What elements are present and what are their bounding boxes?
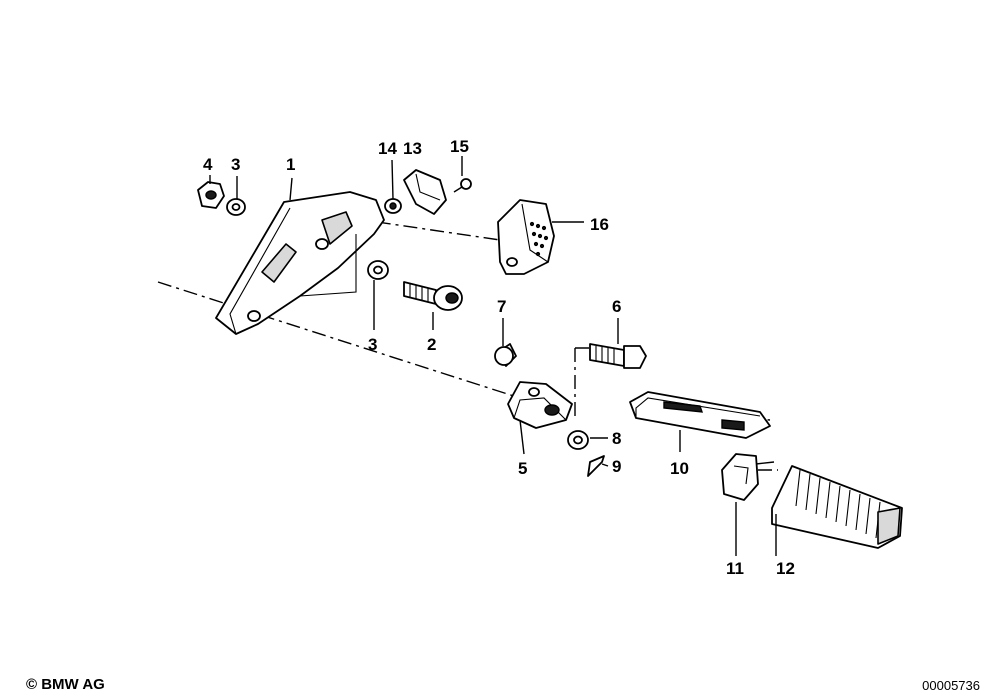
split-pin-part-9 <box>587 455 605 477</box>
nut-part-4 <box>197 181 225 209</box>
callout-6: 6 <box>612 297 621 316</box>
leader-1 <box>289 177 293 201</box>
footrest-part-10 <box>629 391 771 439</box>
leader-5 <box>519 419 525 455</box>
bolt-part-6 <box>589 343 647 369</box>
screw-part-15 <box>453 178 472 193</box>
rubber-footpeg-part-12 <box>771 465 903 549</box>
bracket-part-1 <box>215 191 385 335</box>
callout-16: 16 <box>590 215 609 234</box>
callout-15: 15 <box>450 137 469 156</box>
callout-12: 12 <box>776 559 795 578</box>
leader-14 <box>391 159 394 200</box>
pad-part-13 <box>403 169 447 215</box>
leader-9 <box>601 463 609 467</box>
drawing-number: 00005736 <box>922 678 980 693</box>
holder-part-5 <box>507 381 573 429</box>
callout-1: 1 <box>286 155 295 174</box>
callout-13: 13 <box>403 139 422 158</box>
washer-part-8 <box>567 430 589 450</box>
bolt-part-2 <box>403 281 463 311</box>
callout-10: 10 <box>670 459 689 478</box>
centre-axis-16 <box>349 217 501 241</box>
heel-plate-part-16 <box>497 199 555 275</box>
copyright-label: © BMW AG <box>26 676 105 693</box>
clip-part-11 <box>721 453 775 501</box>
centre-axis <box>157 281 521 399</box>
callout-14: 14 <box>378 139 397 158</box>
callout-8: 8 <box>612 429 621 448</box>
callout-3-top: 3 <box>231 155 240 174</box>
callout-3-middle: 3 <box>368 335 377 354</box>
callout-11: 11 <box>726 559 744 578</box>
nut-part-14 <box>384 198 402 214</box>
callout-4: 4 <box>203 155 213 174</box>
washer-part-3-top <box>226 198 246 216</box>
callout-2: 2 <box>427 335 436 354</box>
callout-9: 9 <box>612 457 621 476</box>
washer-part-3-middle <box>367 260 389 280</box>
pin-part-7 <box>494 343 517 367</box>
callout-5: 5 <box>518 459 527 478</box>
callout-7: 7 <box>497 297 506 316</box>
